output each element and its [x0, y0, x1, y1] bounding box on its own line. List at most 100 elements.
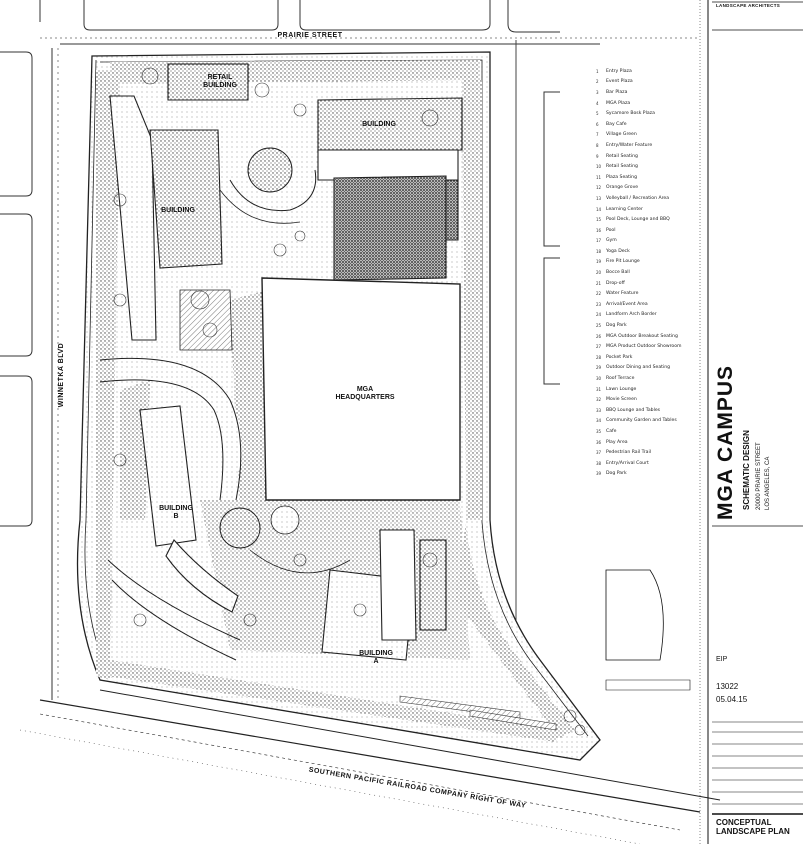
retail-building: [167, 63, 249, 101]
legend-item-label: BBQ Lounge and Tables: [606, 407, 661, 413]
legend-item-label: Lawn Lounge: [606, 386, 637, 392]
legend-item-label: Bar Plaza: [606, 89, 628, 95]
legend-item-label: Drop-off: [606, 280, 625, 286]
legend-item-number: 34: [596, 418, 602, 424]
sheet-title: CONCEPTUAL LANDSCAPE PLAN: [716, 818, 790, 836]
building-c-label: BUILDING: [161, 207, 195, 214]
tree-canopy: [113, 67, 586, 736]
legend-item-number: 1: [596, 68, 599, 74]
legend-item-label: Community Garden and Tables: [606, 418, 677, 424]
legend-item-number: 39: [596, 471, 602, 477]
legend-item-label: Water Feature: [606, 291, 639, 297]
legend-item-number: 13: [596, 195, 602, 201]
issue-date: 05.04.15: [716, 695, 748, 704]
legend-item-label: MGA Outdoor Breakout Seating: [606, 333, 678, 339]
railroad-right-of-way: [19, 689, 721, 844]
legend-item-number: 28: [596, 354, 602, 360]
street-grid-north: [39, 0, 700, 45]
job-number: 13022: [716, 682, 739, 691]
legend-item: 26 MGA Outdoor Breakout Seating: [596, 331, 696, 342]
hq-building-label-line2: HEADQUARTERS: [335, 393, 395, 401]
legend-item: 37 Pedestrian Rail Trail: [596, 447, 696, 458]
legend-item-number: 14: [596, 206, 602, 212]
hq-building: [261, 277, 461, 501]
legend-item-label: Outdoor Dining and Seating: [606, 365, 671, 371]
building-d-label: BUILDING: [362, 121, 396, 128]
building-c: [109, 95, 157, 341]
legend-item-number: 18: [596, 248, 602, 254]
legend-item-number: 36: [596, 439, 602, 445]
legend-item-number: 4: [596, 100, 599, 106]
legend-item-number: 38: [596, 460, 602, 466]
street-grid-west: [0, 48, 59, 700]
legend-item-label: Roof Terrace: [606, 376, 635, 382]
project-address-line2: LOS ANGELES, CA: [765, 456, 771, 510]
building-b-label-line1: BUILDING: [159, 505, 193, 512]
street-label-west: WINNETKA BLVD: [58, 342, 65, 408]
legend-item: 21 Drop-off: [596, 278, 696, 289]
legend-item-label: Retail Seating: [606, 153, 638, 159]
legend-item-number: 12: [596, 185, 602, 191]
drive-loop: [99, 357, 242, 661]
project-title: MGA CAMPUS: [714, 364, 737, 520]
legend-item-label: Entry/Arrival Court: [606, 460, 649, 466]
legend-item-label: Fire Pit Lounge: [606, 259, 640, 265]
legend-item: 38 Entry/Arrival Court: [596, 458, 696, 469]
street-grid-east: [515, 40, 560, 620]
legend-item-number: 5: [596, 111, 599, 117]
retail-building-label-line2: BUILDING: [203, 81, 237, 89]
legend-item-label: Village Green: [606, 132, 637, 138]
legend-item-number: 15: [596, 217, 602, 223]
legend-item: 5 Sycamore Bosk Plaza: [596, 108, 696, 119]
legend-item: 20 Bocce Ball: [596, 267, 696, 278]
sheet-code: EIP: [716, 656, 728, 663]
legend-item-number: 21: [596, 280, 602, 286]
legend-item-number: 26: [596, 333, 602, 339]
legend-item-label: Play Area: [606, 439, 628, 445]
legend-item-label: Dog Park: [606, 471, 627, 477]
retail-building-label-line1: RETAIL: [207, 74, 233, 81]
legend-item-label: MGA Product Outdoor Showroom: [606, 344, 682, 350]
legend-item-label: Plaza Seating: [606, 174, 638, 180]
legend-item-number: 10: [596, 164, 602, 170]
building-b-label-line2: B: [173, 512, 179, 520]
legend-item-number: 17: [596, 238, 602, 244]
legend-item-label: Pool: [606, 227, 616, 233]
legend-item-number: 37: [596, 450, 602, 456]
legend-item-number: 20: [596, 270, 602, 276]
building-b: [139, 405, 197, 547]
legend-item-label: Arrival/Event Area: [606, 301, 648, 307]
legend-item-label: Sycamore Bosk Plaza: [606, 111, 655, 117]
legend-item-label: Cafe: [606, 428, 617, 434]
legend-item-label: Event Plaza: [606, 79, 633, 85]
legend-item-number: 32: [596, 397, 602, 403]
legend-item-number: 25: [596, 323, 602, 329]
building-a-label-line2: A: [373, 657, 379, 665]
legend-item-label: Pedestrian Rail Trail: [606, 450, 652, 456]
legend-item-label: Bocce Ball: [606, 270, 630, 276]
